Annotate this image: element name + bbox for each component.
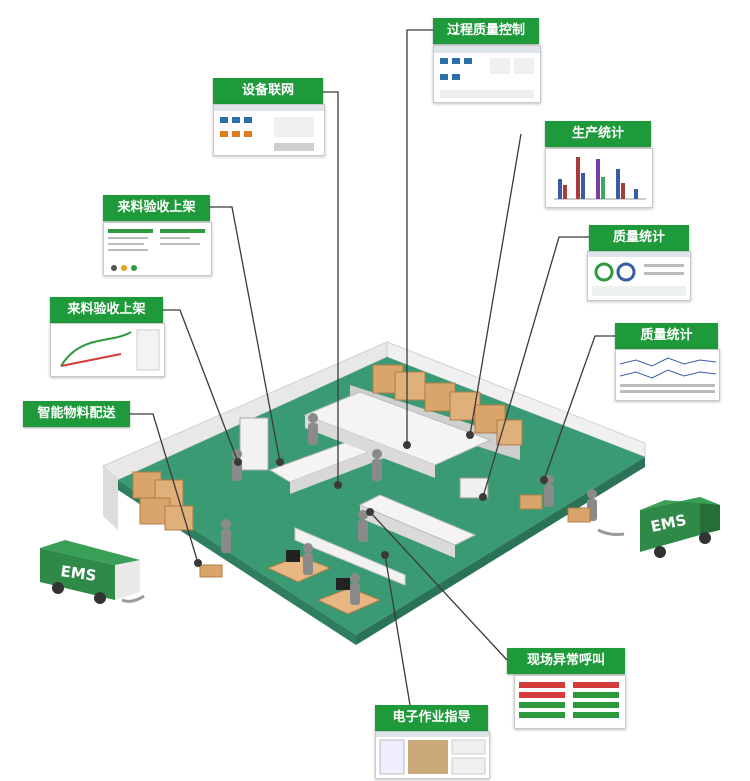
tag-electronic-work-instruction: 电子作业指导	[375, 705, 488, 731]
tag-quality-stats-2: 质量统计	[615, 323, 718, 349]
equipment-network-thumbnail	[213, 104, 325, 156]
quality-stats-thumbnail-1	[587, 251, 691, 301]
quality-stats-thumbnail-2	[615, 349, 720, 401]
incoming-shelving-thumbnail-1	[103, 222, 212, 276]
truck-left-text: EMS	[59, 562, 97, 585]
tag-incoming-shelving-1: 来料验收上架	[103, 195, 210, 221]
work-instruction-thumbnail	[375, 731, 490, 779]
tag-smart-material-delivery: 智能物料配送	[23, 401, 130, 427]
carts	[199, 494, 591, 578]
tag-quality-stats-1: 质量统计	[589, 225, 689, 251]
process-quality-thumbnail	[433, 45, 541, 103]
connector-dots	[194, 431, 548, 567]
production-stats-thumbnail	[545, 148, 653, 208]
workbench-desks	[266, 550, 382, 615]
left-wall-edge	[103, 466, 118, 530]
production-line-3	[358, 494, 477, 558]
floor-edge-right	[356, 457, 645, 645]
ems-truck-left	[40, 540, 145, 604]
low-divider	[294, 527, 406, 586]
connector-lines	[130, 29, 615, 706]
tag-field-exception-call: 现场异常呼叫	[507, 648, 625, 674]
tag-equipment-network: 设备联网	[213, 78, 323, 104]
tag-process-quality-control: 过程质量控制	[433, 18, 539, 44]
tag-incoming-shelving-2: 来料验收上架	[50, 297, 163, 323]
left-boxes-stack	[132, 471, 194, 531]
workers	[221, 413, 597, 605]
ems-truck-right	[597, 497, 720, 558]
incoming-shelving-thumbnail-2	[50, 323, 165, 377]
tag-production-stats: 生产统计	[545, 121, 651, 147]
field-exception-thumbnail	[514, 675, 626, 729]
